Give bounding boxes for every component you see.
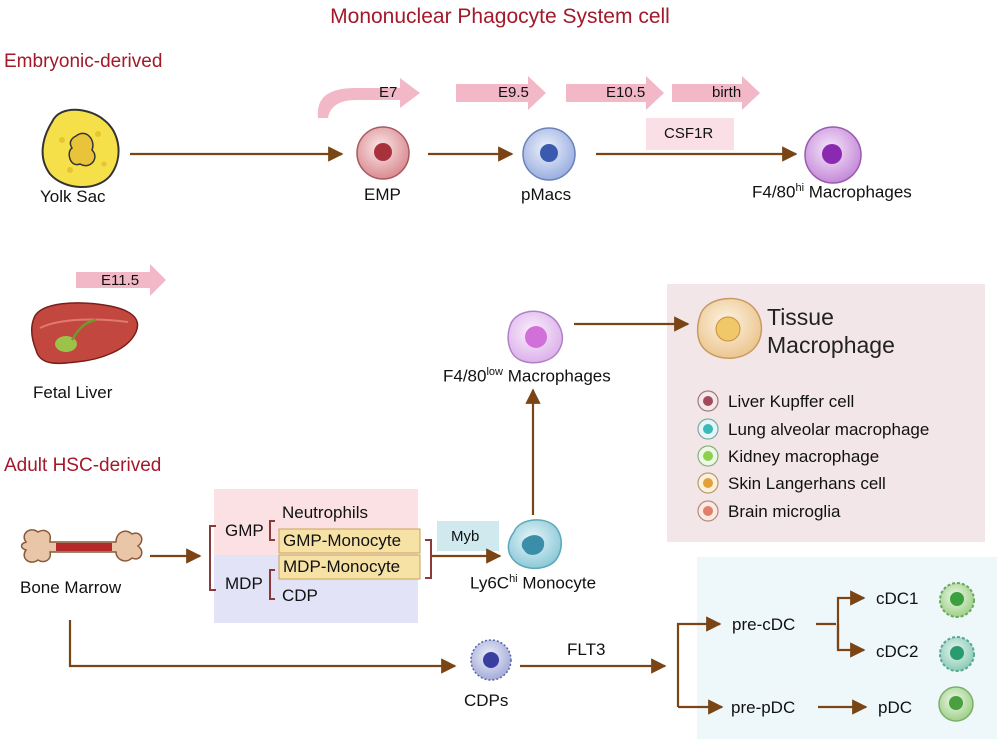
gmp-monocyte-label: GMP-Monocyte bbox=[283, 531, 402, 550]
legend-item: Kidney macrophage bbox=[728, 447, 880, 466]
emp-cell-icon bbox=[356, 126, 410, 180]
section-embryonic: Embryonic-derived bbox=[4, 51, 163, 72]
ly6c-monocyte-icon bbox=[507, 519, 562, 570]
timeline-arrow-e9-icon bbox=[456, 76, 546, 110]
pdc-label: pDC bbox=[878, 698, 913, 717]
f480hi-macrophage-icon bbox=[804, 126, 862, 184]
ly6c-label: Ly6Chi Monocyte bbox=[470, 573, 597, 593]
cdc2-cell-icon bbox=[939, 636, 975, 672]
gmp-label: GMP bbox=[225, 521, 264, 540]
pmacs-cell-icon bbox=[522, 127, 576, 181]
tissue-title-line2: Macrophage bbox=[767, 332, 895, 358]
tissue-title-line1: Tissue bbox=[767, 304, 834, 330]
legend-item: Skin Langerhans cell bbox=[728, 474, 886, 493]
legend-dot-icon bbox=[703, 506, 713, 516]
arrows bbox=[68, 146, 868, 715]
cdps-label: CDPs bbox=[464, 691, 509, 710]
legend-dot-icon bbox=[703, 451, 713, 461]
timeline-label: E9.5 bbox=[498, 84, 529, 101]
pre-cdc-label: pre-cDC bbox=[732, 615, 796, 634]
timeline-arrow-e11-icon bbox=[76, 264, 166, 296]
cdps-cell-icon bbox=[470, 639, 512, 681]
timeline-curved-arrow-icon bbox=[317, 78, 420, 118]
flt3-label: FLT3 bbox=[567, 640, 606, 659]
bone-marrow-label: Bone Marrow bbox=[20, 578, 122, 597]
mdp-bracket bbox=[269, 569, 275, 600]
timeline-arrow-e10-icon bbox=[566, 76, 664, 110]
cdp-label: CDP bbox=[282, 586, 318, 605]
timeline-arrow-birth-icon bbox=[672, 76, 760, 110]
timeline-label: E7 bbox=[379, 84, 398, 101]
legend-dot-icon bbox=[703, 478, 713, 488]
legend-dot-icon bbox=[703, 396, 713, 406]
legend-dot-icon bbox=[703, 424, 713, 434]
legend-item: Liver Kupffer cell bbox=[728, 392, 855, 411]
pdc-cell-icon bbox=[938, 686, 974, 722]
pmacs-label: pMacs bbox=[521, 185, 572, 204]
yolk-sac-icon bbox=[41, 108, 120, 189]
fetal-liver-icon bbox=[31, 302, 139, 365]
legend-item: Lung alveolar macrophage bbox=[728, 420, 930, 439]
gmp-bracket bbox=[269, 520, 275, 541]
cdc1-cell-icon bbox=[939, 582, 975, 618]
cdc1-label: cDC1 bbox=[876, 589, 919, 608]
gmp-monocyte-box bbox=[278, 528, 421, 554]
cdc2-label: cDC2 bbox=[876, 642, 919, 661]
diagram-title: Mononuclear Phagocyte System cell bbox=[330, 5, 670, 28]
yolk-sac-label: Yolk Sac bbox=[40, 187, 106, 206]
timeline-label: E10.5 bbox=[606, 84, 646, 101]
myb-label: Myb bbox=[451, 528, 480, 545]
pre-pdc-label: pre-pDC bbox=[731, 698, 796, 717]
monocyte-bracket-right bbox=[425, 539, 432, 579]
neutrophils-label: Neutrophils bbox=[282, 503, 368, 522]
csf1r-label: CSF1R bbox=[664, 125, 714, 142]
fetal-stage-label: E11.5 bbox=[101, 272, 140, 289]
section-adult: Adult HSC-derived bbox=[4, 455, 162, 476]
mdp-monocyte-label: MDP-Monocyte bbox=[283, 557, 401, 576]
f480low-label: F4/80low Macrophages bbox=[443, 366, 611, 386]
bone-marrow-icon bbox=[20, 529, 143, 563]
mdp-label: MDP bbox=[225, 574, 263, 593]
progenitor-bracket-left bbox=[209, 525, 216, 591]
tissue-macrophage-icon bbox=[696, 297, 763, 359]
f480low-macrophage-icon bbox=[507, 310, 564, 364]
myb-box bbox=[437, 521, 499, 551]
f480hi-label: F4/80hi Macrophages bbox=[752, 182, 912, 202]
legend-dots bbox=[697, 390, 719, 522]
csf1r-box bbox=[646, 118, 734, 150]
emp-label: EMP bbox=[364, 185, 401, 204]
timeline-label: birth bbox=[712, 84, 742, 101]
mdp-monocyte-box bbox=[278, 554, 421, 580]
fetal-liver-label: Fetal Liver bbox=[33, 383, 113, 402]
legend-item: Brain microglia bbox=[728, 502, 841, 521]
